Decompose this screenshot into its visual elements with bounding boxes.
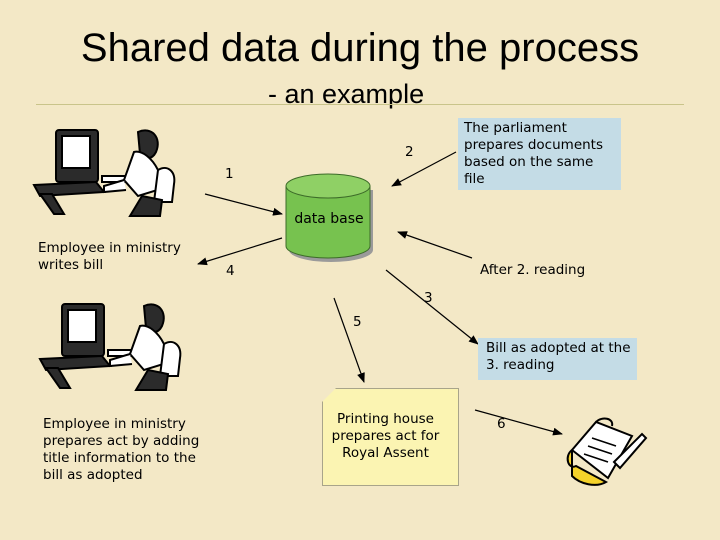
- computer-operator-icon: [32, 129, 176, 217]
- printing-house-box: [322, 388, 459, 486]
- after-reading-label: After 2. reading: [480, 262, 586, 278]
- step-4-number: 4: [226, 263, 235, 279]
- arrow-after-reading: [397, 231, 473, 259]
- arrow-4: [197, 237, 283, 266]
- step-2-number: 2: [405, 144, 414, 160]
- database-cylinder: [285, 173, 373, 262]
- arrow-3: [385, 269, 479, 345]
- parliament-note: The parliament prepares documents based …: [458, 118, 621, 190]
- employee-prepares-label: Employee in ministry prepares act by add…: [43, 416, 200, 483]
- step-5-number: 5: [353, 314, 362, 330]
- step-3-number: 3: [424, 290, 433, 306]
- step-6-number: 6: [497, 416, 506, 432]
- arrow-1: [204, 193, 283, 216]
- employee-writes-label: Employee in ministry writes bill: [38, 240, 181, 273]
- computer-operator-icon: [38, 303, 182, 391]
- arrow-2: [391, 151, 457, 187]
- arrow-5: [333, 297, 365, 383]
- adopted-note: Bill as adopted at the 3. reading: [478, 338, 637, 380]
- document-scroll-icon: [566, 417, 648, 486]
- printing-house-label: Printing house prepares act for Royal As…: [331, 411, 440, 461]
- title-divider: [36, 104, 684, 105]
- step-1-number: 1: [225, 166, 234, 182]
- diagram-title: Shared data during the process: [80, 26, 640, 70]
- database-label: data base: [294, 211, 364, 227]
- arrow-6: [474, 409, 563, 436]
